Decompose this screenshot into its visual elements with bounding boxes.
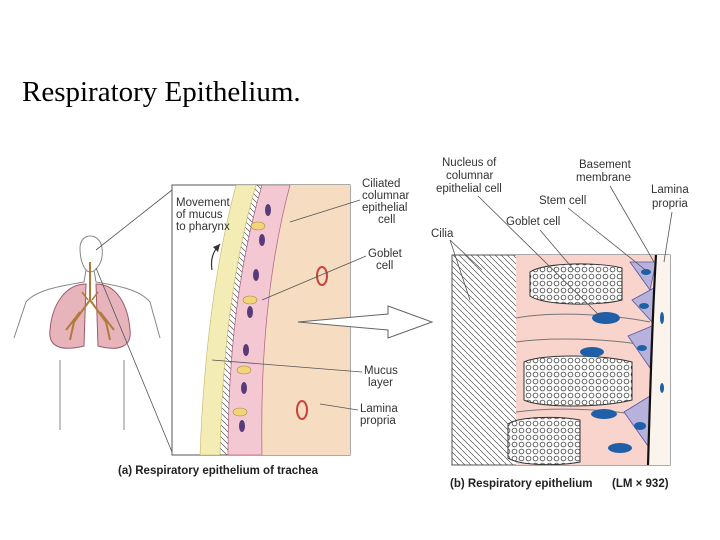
- label-goblet-b: Goblet cell: [506, 216, 560, 228]
- label-nucleus-1: Nucleus of: [442, 157, 497, 169]
- leader-nucleus: [477, 195, 601, 317]
- zoom-arrow: [297, 305, 434, 339]
- label-goblet-a-2: cell: [376, 260, 393, 272]
- label-lamina-a-1: Lamina: [360, 403, 398, 415]
- label-lamina-b-1: Lamina: [651, 184, 689, 196]
- leader-ciliated: [289, 199, 361, 223]
- label-nucleus-2: columnar: [446, 170, 493, 182]
- label-movement-2: of mucus: [176, 209, 223, 221]
- label-mucus-2: layer: [368, 377, 393, 389]
- body-silhouette: [13, 235, 161, 430]
- label-lamina-b-2: propria: [652, 198, 688, 210]
- leader-lamina-a: [319, 403, 359, 411]
- label-ciliated-1: Ciliated: [362, 178, 400, 190]
- caption-b-magnification: (LM × 932): [612, 478, 669, 490]
- leader-goblet-b: [539, 229, 575, 271]
- zoom-line-bottom: [95, 267, 173, 453]
- label-stem: Stem cell: [539, 195, 586, 207]
- leader-mucus: [211, 359, 363, 373]
- leader-basement: [609, 185, 655, 263]
- label-basement-1: Basement: [579, 159, 632, 171]
- caption-b: (b) Respiratory epithelium: [450, 478, 593, 490]
- label-mucus-1: Mucus: [364, 365, 398, 377]
- label-basement-2: membrane: [576, 172, 631, 184]
- slide-title: Respiratory Epithelium.: [22, 76, 301, 108]
- label-goblet-a-1: Goblet: [368, 248, 403, 260]
- zoom-line-top: [95, 189, 173, 251]
- leader-lamina-b: [663, 211, 673, 263]
- label-lamina-a-2: propria: [360, 415, 396, 427]
- panel-b-illustration: [451, 254, 671, 466]
- label-ciliated-2: columnar: [362, 190, 409, 202]
- label-movement-3: to pharynx: [176, 221, 230, 233]
- leader-cilia-2: [449, 239, 471, 301]
- label-nucleus-3: epithelial cell: [436, 183, 502, 195]
- caption-a: (a) Respiratory epithelium of trachea: [118, 465, 319, 477]
- leader-cilia-1: [449, 239, 483, 271]
- label-ciliated-3: epithelial: [362, 202, 407, 214]
- label-ciliated-4: cell: [378, 214, 395, 226]
- leader-stem: [567, 207, 649, 273]
- leader-goblet-a: [261, 255, 367, 301]
- label-movement-1: Movement: [176, 197, 230, 209]
- lungs: [49, 262, 131, 349]
- label-cilia: Cilia: [431, 228, 454, 240]
